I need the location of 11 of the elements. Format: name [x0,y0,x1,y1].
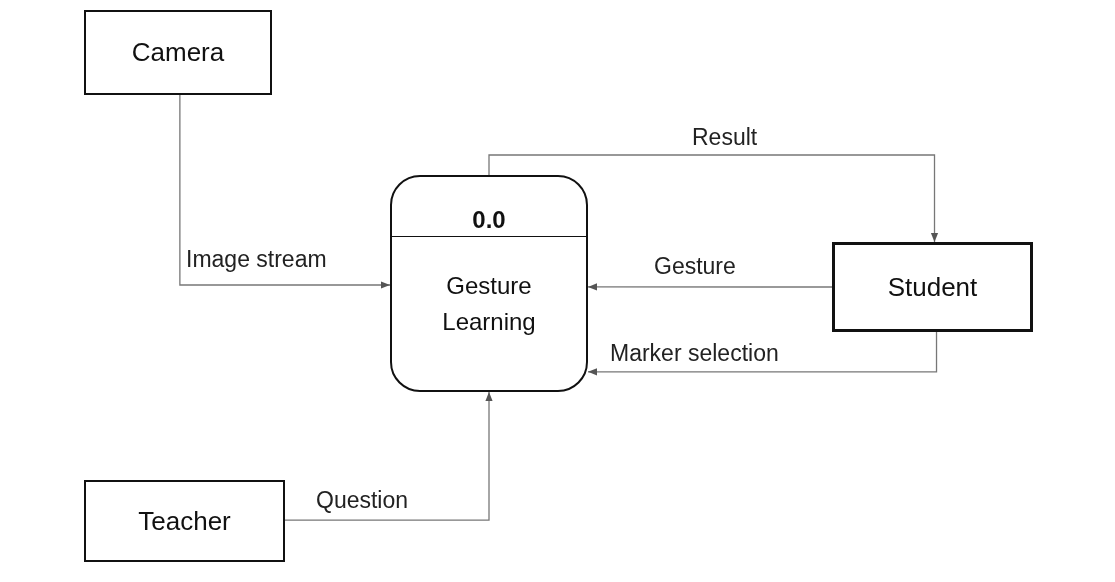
arrow [284,391,493,521]
arrow [587,331,938,376]
process-box [390,175,588,392]
arrow [587,283,833,291]
arrow [488,154,939,243]
process-name: Gesture Learning [441,270,537,337]
entity-box: Camera [84,10,272,95]
entity-box: Student [832,242,1033,332]
process-number: 0.0 [472,206,506,234]
entity-box: Teacher [84,480,285,562]
arrow [179,94,391,289]
